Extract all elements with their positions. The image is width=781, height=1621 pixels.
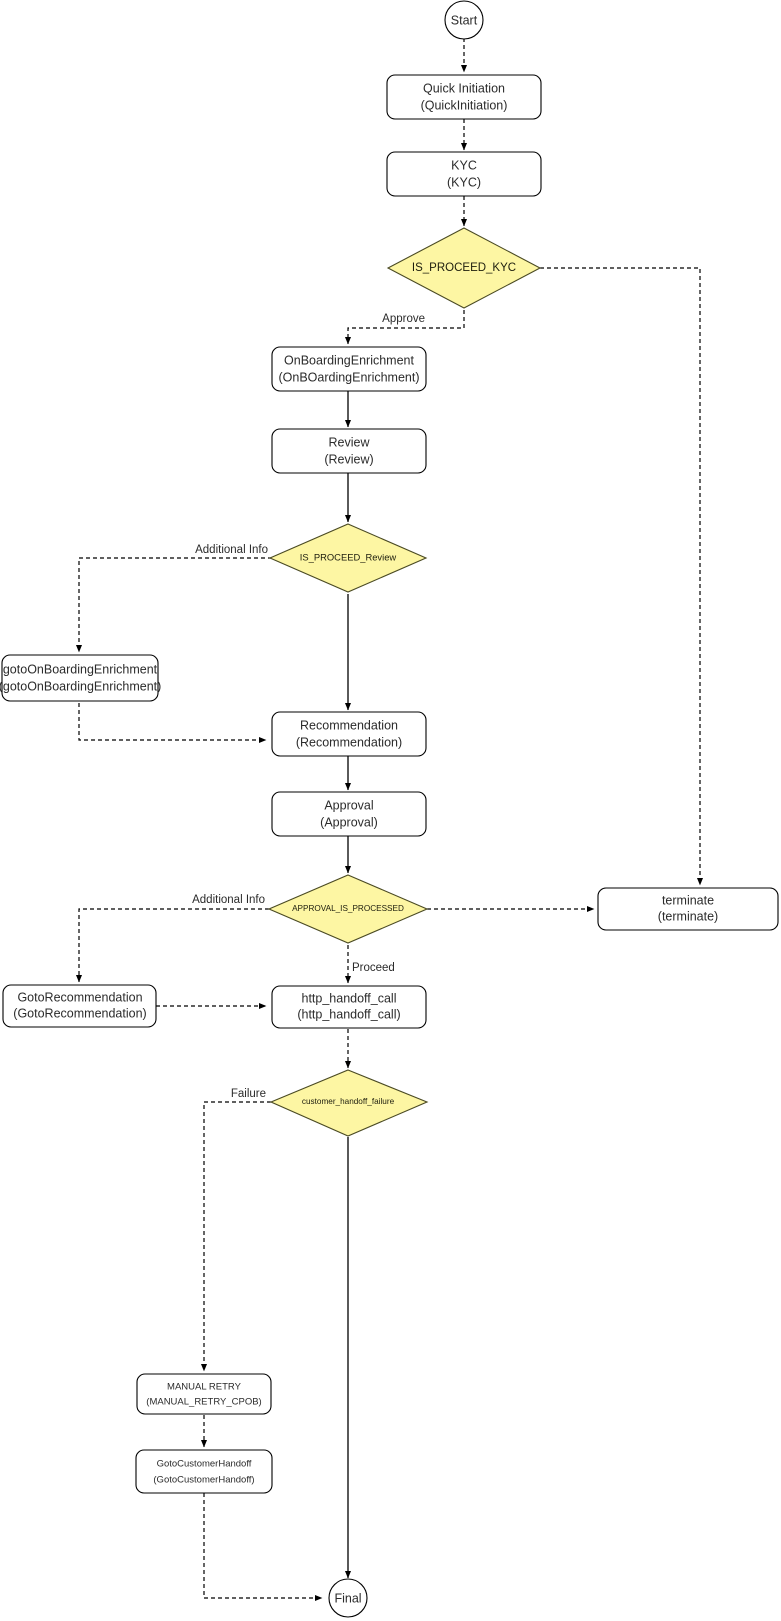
node-kyc-line2: (KYC) — [447, 175, 481, 189]
edge-label-failure: Failure — [231, 1088, 266, 1100]
node-manual-retry[interactable]: MANUAL RETRY (MANUAL_RETRY_CPOB) — [136, 1373, 272, 1415]
edge-label-review-additional-info: Additional Info — [195, 544, 268, 556]
edge-label-approve: Approve — [382, 313, 425, 325]
node-terminate-line1: terminate — [662, 893, 714, 907]
edge-is-proceed-kyc-approve — [344, 310, 465, 345]
node-goto-customer-handoff[interactable]: GotoCustomerHandoff (GotoCustomerHandoff… — [135, 1449, 273, 1494]
node-start-label: Start — [451, 13, 478, 27]
node-goto-recommendation-line1: GotoRecommendation — [17, 990, 142, 1004]
node-goto-recommendation[interactable]: GotoRecommendation (GotoRecommendation) — [2, 984, 157, 1028]
node-is-proceed-review-label: IS_PROCEED_Review — [300, 551, 397, 562]
node-final-label: Final — [334, 1591, 361, 1605]
node-onboarding-enrichment[interactable]: OnBoardingEnrichment (OnBOardingEnrichme… — [271, 346, 427, 392]
node-quick-initiation-line2: (QuickInitiation) — [421, 98, 508, 112]
node-kyc-line1: KYC — [451, 158, 477, 172]
node-customer-handoff-failure[interactable]: customer_handoff_failure — [269, 1069, 429, 1137]
node-kyc[interactable]: KYC (KYC) — [386, 151, 542, 197]
node-onboarding-enrichment-line1: OnBoardingEnrichment — [284, 353, 414, 367]
edge-approval-is-processed-additional-info — [75, 908, 269, 983]
node-manual-retry-line1: MANUAL RETRY — [167, 1382, 242, 1393]
node-recommendation-line2: (Recommendation) — [296, 735, 402, 749]
node-onboarding-enrichment-line2: (OnBOardingEnrichment) — [278, 370, 419, 384]
node-review[interactable]: Review (Review) — [271, 428, 427, 474]
node-http-handoff-call-line2: (http_handoff_call) — [297, 1007, 400, 1021]
node-manual-retry-line2: (MANUAL_RETRY_CPOB) — [146, 1397, 261, 1408]
node-goto-customer-handoff-line1: GotoCustomerHandoff — [157, 1459, 252, 1470]
node-customer-handoff-failure-label: customer_handoff_failure — [302, 1097, 395, 1106]
node-approval-is-processed[interactable]: APPROVAL_IS_PROCESSED — [267, 874, 429, 944]
node-approval-is-processed-label: APPROVAL_IS_PROCESSED — [292, 904, 404, 913]
node-is-proceed-kyc[interactable]: IS_PROCEED_KYC — [386, 227, 542, 309]
node-recommendation[interactable]: Recommendation (Recommendation) — [271, 711, 427, 757]
edge-label-approval-additional-info: Additional Info — [192, 894, 265, 906]
node-review-line2: (Review) — [324, 452, 373, 466]
node-approval-line1: Approval — [324, 798, 373, 812]
node-terminate-line2: (terminate) — [658, 909, 718, 923]
node-review-line1: Review — [329, 435, 371, 449]
edge-is-proceed-kyc-to-terminate — [540, 267, 704, 886]
edge-goto-customer-handoff-to-final — [203, 1493, 323, 1602]
node-is-proceed-review[interactable]: IS_PROCEED_Review — [268, 523, 428, 593]
node-recommendation-line1: Recommendation — [300, 718, 398, 732]
node-goto-recommendation-line2: (GotoRecommendation) — [13, 1006, 146, 1020]
node-quick-initiation[interactable]: Quick Initiation (QuickInitiation) — [386, 74, 542, 120]
node-quick-initiation-line1: Quick Initiation — [423, 81, 505, 95]
node-goto-onboarding-enrichment-line2: (gotoOnBoardingEnrichment) — [0, 679, 161, 693]
node-approval[interactable]: Approval (Approval) — [271, 791, 427, 837]
node-final[interactable]: Final — [328, 1578, 368, 1618]
node-goto-onboarding-enrichment[interactable]: gotoOnBoardingEnrichment (gotoOnBoarding… — [0, 654, 161, 702]
node-is-proceed-kyc-label: IS_PROCEED_KYC — [412, 262, 516, 274]
edge-label-proceed: Proceed — [352, 962, 395, 974]
edge-goto-onboarding-to-recommendation — [78, 703, 267, 744]
node-approval-line2: (Approval) — [320, 815, 378, 829]
node-goto-customer-handoff-line2: (GotoCustomerHandoff) — [153, 1475, 254, 1486]
edge-is-proceed-review-additional-info — [75, 557, 272, 653]
node-http-handoff-call[interactable]: http_handoff_call (http_handoff_call) — [271, 985, 427, 1029]
node-terminate[interactable]: terminate (terminate) — [597, 887, 779, 931]
node-goto-onboarding-enrichment-line1: gotoOnBoardingEnrichment — [3, 662, 158, 676]
node-start[interactable]: Start — [444, 0, 484, 40]
edge-customer-handoff-failure — [200, 1101, 271, 1372]
node-http-handoff-call-line1: http_handoff_call — [302, 991, 397, 1005]
